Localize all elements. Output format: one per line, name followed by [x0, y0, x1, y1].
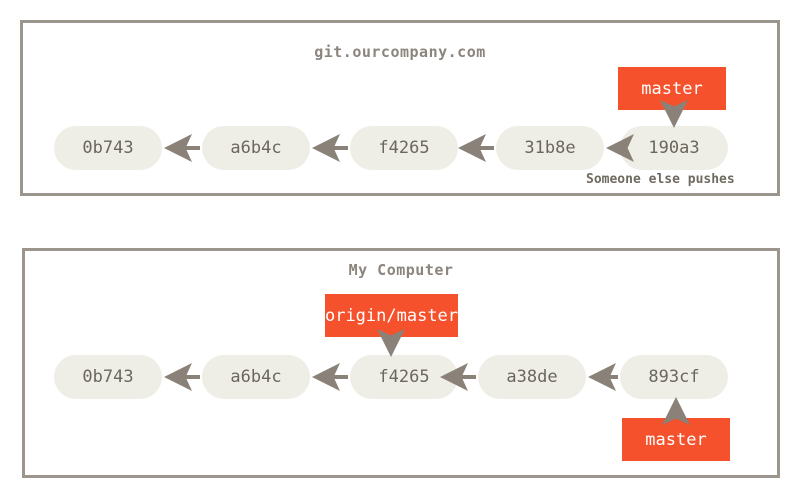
commit-node: 0b743 [54, 355, 162, 399]
commit-node: f4265 [350, 355, 458, 399]
commit-node: a6b4c [202, 126, 310, 170]
caption-someone-else-pushes: Someone else pushes [586, 172, 735, 187]
commit-node: a6b4c [202, 355, 310, 399]
commit-node: a38de [478, 355, 586, 399]
branch-ref-master-local: master [622, 418, 730, 461]
commit-node: 0b743 [54, 126, 162, 170]
commit-node: 190a3 [620, 126, 728, 170]
commit-node: 31b8e [496, 126, 604, 170]
commit-node: 893cf [620, 355, 728, 399]
branch-ref-origin-master: origin/master [325, 294, 458, 337]
panel-local-title: My Computer [348, 261, 454, 279]
panel-remote-title: git.ourcompany.com [314, 43, 486, 61]
branch-ref-master-remote: master [618, 67, 726, 110]
commit-node: f4265 [350, 126, 458, 170]
